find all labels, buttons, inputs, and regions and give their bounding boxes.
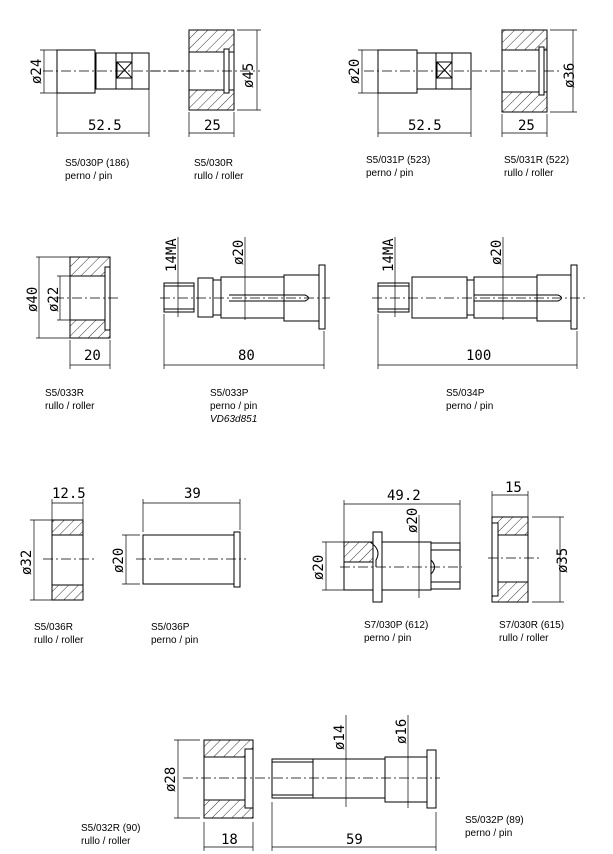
part-code: S5/036R bbox=[34, 622, 73, 633]
part-desc: perno / pin bbox=[446, 401, 494, 412]
part-label: S5/033R rullo / roller bbox=[45, 387, 94, 413]
part-code: S5/033P bbox=[210, 388, 249, 399]
part-s5-031r-drawing: ø36 25 bbox=[501, 29, 578, 137]
dim-diameter: ø36 bbox=[562, 63, 578, 88]
dim-length: 52.5 bbox=[88, 118, 122, 134]
dim-diameter: ø32 bbox=[19, 550, 35, 575]
dim-length: 20 bbox=[84, 348, 101, 364]
part-label: S5/036P perno / pin bbox=[151, 621, 198, 647]
dim-diameter: ø45 bbox=[241, 63, 257, 88]
dim-diameter: ø35 bbox=[555, 548, 571, 573]
part-code: S5/030P (186) bbox=[65, 158, 130, 169]
part-s5-032p-drawing: ø14 ø16 59 bbox=[271, 715, 437, 851]
part-desc: rullo / roller bbox=[45, 401, 95, 412]
part-s5-033r-drawing: ø40 ø22 20 bbox=[25, 256, 120, 369]
part-s7-030p-drawing: ø20 ø20 49.2 bbox=[311, 488, 462, 603]
dim-length: 15 bbox=[505, 480, 522, 496]
part-code: S5/031R (522) bbox=[504, 155, 570, 166]
dim-diameter: ø20 bbox=[111, 548, 127, 573]
part-desc: perno / pin bbox=[364, 633, 412, 644]
dim-length: 100 bbox=[466, 348, 491, 364]
dim-length: 25 bbox=[204, 118, 221, 134]
part-s5-036p-drawing: ø20 39 bbox=[111, 486, 246, 588]
part-code: S5/034P bbox=[446, 388, 485, 399]
dim-thread: 14MA bbox=[164, 238, 180, 272]
part-desc: perno / pin bbox=[65, 171, 113, 182]
part-desc: perno / pin bbox=[366, 168, 414, 179]
part-code: S7/030P (612) bbox=[364, 620, 429, 631]
part-label: S5/031R (522) rullo / roller bbox=[504, 154, 569, 180]
part-s5-036r-drawing: ø32 12.5 bbox=[19, 486, 97, 601]
dim-diameter-left: ø20 bbox=[311, 555, 327, 580]
dim-length: 80 bbox=[238, 348, 255, 364]
part-s5-032r-drawing: ø28 18 bbox=[163, 739, 440, 851]
part-desc: perno / pin bbox=[151, 635, 199, 646]
part-code: S7/030R (615) bbox=[499, 620, 565, 631]
part-label: S5/034P perno / pin bbox=[446, 387, 493, 413]
dim-length: 52.5 bbox=[408, 118, 442, 134]
dim-diameter: ø20 bbox=[347, 59, 363, 84]
part-code: S5/032R (90) bbox=[81, 823, 141, 834]
dim-length: 59 bbox=[346, 832, 363, 848]
part-desc: rullo / roller bbox=[34, 635, 84, 646]
dim-diameter: ø20 bbox=[489, 240, 505, 265]
dim-diameter: ø16 bbox=[394, 719, 410, 744]
dim-length: 49.2 bbox=[387, 488, 421, 504]
part-s7-030r-drawing: ø35 15 bbox=[488, 480, 571, 603]
dim-length: 39 bbox=[184, 486, 201, 502]
part-label: S5/032R (90) rullo / roller bbox=[81, 822, 140, 848]
dim-diameter: ø20 bbox=[231, 240, 247, 265]
dim-outer-diameter: ø40 bbox=[25, 287, 41, 312]
dim-thread: 14MA bbox=[381, 238, 397, 272]
dim-inner-diameter: ø22 bbox=[46, 287, 62, 312]
part-label: S7/030R (615) rullo / roller bbox=[499, 619, 564, 645]
part-desc: perno / pin bbox=[465, 828, 513, 839]
part-code: S5/032P (89) bbox=[465, 815, 524, 826]
part-desc: perno / pin bbox=[210, 401, 258, 412]
dim-length: 18 bbox=[221, 832, 238, 848]
dim-diameter: ø24 bbox=[29, 59, 45, 84]
part-label: S5/030P (186) perno / pin bbox=[65, 157, 129, 183]
part-desc: rullo / roller bbox=[194, 171, 244, 182]
part-s5-034p-drawing: 14MA ø20 100 bbox=[372, 237, 585, 369]
part-label: S5/031P (523) perno / pin bbox=[366, 154, 430, 180]
dim-diameter: ø14 bbox=[332, 725, 348, 750]
dim-length: 25 bbox=[518, 118, 535, 134]
dim-length: 12.5 bbox=[52, 486, 86, 502]
part-label: S5/032P (89) perno / pin bbox=[465, 814, 524, 840]
part-desc: rullo / roller bbox=[504, 168, 554, 179]
part-s5-030p-drawing: ø24 52.5 bbox=[29, 49, 190, 137]
part-s5-033p-drawing: 14MA ø20 80 bbox=[160, 237, 330, 369]
part-label: S5/036R rullo / roller bbox=[34, 621, 83, 647]
part-code: S5/030R bbox=[194, 158, 233, 169]
part-code: S5/031P (523) bbox=[366, 155, 431, 166]
part-desc: rullo / roller bbox=[499, 633, 549, 644]
part-s5-030r-drawing: ø45 25 bbox=[150, 29, 261, 137]
part-code: S5/033R bbox=[45, 388, 84, 399]
part-label: S5/030R rullo / roller bbox=[194, 157, 243, 183]
dim-diameter: ø28 bbox=[163, 767, 179, 792]
part-desc: rullo / roller bbox=[81, 836, 131, 847]
part-note: VD63d851 bbox=[210, 414, 258, 425]
dim-diameter: ø20 bbox=[405, 508, 421, 533]
part-s5-031p-drawing: ø20 52.5 bbox=[347, 49, 560, 137]
part-label: S7/030P (612) perno / pin bbox=[364, 619, 428, 645]
part-code: S5/036P bbox=[151, 622, 190, 633]
